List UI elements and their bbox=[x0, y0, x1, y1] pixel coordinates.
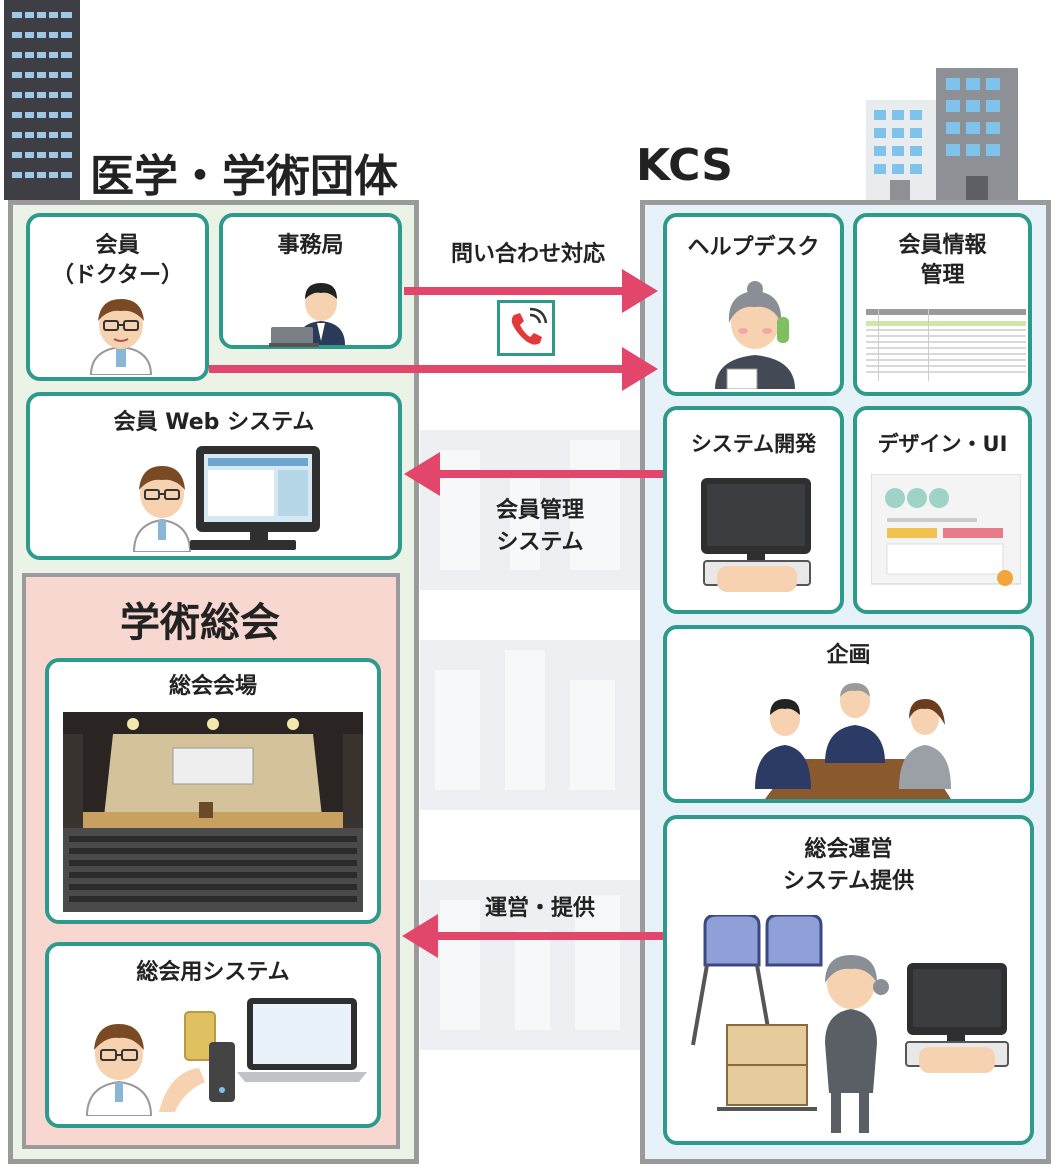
member-mgmt-arrow-head bbox=[404, 452, 440, 496]
member-doctor-label-line1: 会員 bbox=[95, 233, 140, 258]
planning-card: 企画 bbox=[663, 625, 1034, 803]
member-mgmt-arrow-line bbox=[438, 470, 663, 478]
design-ui-card: デザイン・UI bbox=[853, 406, 1032, 614]
office-staff-icon bbox=[269, 283, 345, 347]
inquiry-arrow-head-1 bbox=[622, 269, 658, 313]
typing-hands-icon bbox=[717, 566, 797, 592]
left-building-icon bbox=[4, 0, 80, 200]
monitor-icon bbox=[701, 478, 811, 554]
monitor-icon bbox=[907, 963, 1007, 1035]
folding-chair-icon bbox=[691, 915, 823, 1111]
conference-ops-label-line1: 総会運営 bbox=[804, 837, 893, 862]
inquiry-arrow-line-2 bbox=[209, 365, 624, 373]
operate-arrow-head bbox=[402, 914, 438, 958]
inquiry-arrow-line-1 bbox=[404, 287, 624, 295]
conference-ops-label-line2: システム提供 bbox=[782, 869, 915, 894]
inquiry-arrow-head-2 bbox=[622, 347, 658, 391]
helpdesk-label: ヘルプデスク bbox=[687, 235, 820, 260]
member-info-label-line2: 管理 bbox=[920, 263, 965, 288]
conference-venue-label: 総会会場 bbox=[168, 674, 257, 699]
conference-ops-card: 総会運営 システム提供 bbox=[663, 815, 1034, 1145]
phone-icon bbox=[497, 300, 555, 356]
conference-system-label: 総会用システム bbox=[136, 960, 290, 985]
city-background-middle bbox=[420, 640, 640, 810]
member-web-system-card: 会員 Web システム bbox=[26, 392, 402, 560]
doctor-icon bbox=[85, 1024, 153, 1116]
ic-card-reader-icon bbox=[159, 1011, 235, 1112]
keyboard-icon bbox=[190, 540, 296, 550]
planning-label: 企画 bbox=[826, 643, 871, 668]
operate-arrow-line bbox=[436, 932, 663, 940]
conference-system-card: 総会用システム bbox=[45, 942, 381, 1128]
conference-venue-card: 総会会場 bbox=[45, 658, 381, 924]
member-doctor-card: 会員 （ドクター） bbox=[26, 213, 209, 381]
monitor-icon bbox=[196, 446, 320, 532]
member-info-card: 会員情報 管理 bbox=[853, 213, 1032, 396]
right-building-icon bbox=[862, 68, 1022, 200]
member-info-label-line1: 会員情報 bbox=[898, 233, 987, 258]
helpdesk-card: ヘルプデスク bbox=[663, 213, 844, 396]
system-development-card: システム開発 bbox=[663, 406, 844, 614]
member-doctor-label-line2: （ドクター） bbox=[51, 263, 184, 288]
operate-arrow-label: 運営・提供 bbox=[484, 896, 595, 921]
helpdesk-operator-icon bbox=[715, 281, 795, 389]
academic-conference-title: 学術総会 bbox=[120, 600, 280, 646]
meeting-people-icon bbox=[755, 683, 951, 799]
auditorium-icon bbox=[63, 712, 363, 912]
typing-hands-icon bbox=[919, 1047, 995, 1073]
staff-woman-icon bbox=[825, 955, 889, 1133]
city-background-bottom bbox=[420, 880, 640, 1050]
system-development-label: システム開発 bbox=[690, 432, 817, 456]
doctor-icon bbox=[89, 299, 153, 375]
left-group-title: 医学・学術団体 bbox=[90, 151, 398, 202]
right-group-title: KCS bbox=[636, 140, 733, 191]
spreadsheet-icon bbox=[866, 309, 1026, 381]
laptop-icon bbox=[237, 998, 367, 1082]
design-ui-label: デザイン・UI bbox=[877, 432, 1008, 456]
member-mgmt-arrow-label-line2: システム bbox=[496, 530, 584, 555]
doctor-icon bbox=[132, 466, 192, 552]
ui-mockup-icon bbox=[871, 474, 1021, 586]
member-web-system-label: 会員 Web システム bbox=[113, 410, 315, 435]
office-card: 事務局 bbox=[219, 213, 402, 349]
inquiry-arrow-label: 問い合わせ対応 bbox=[450, 242, 605, 267]
member-mgmt-arrow-label-line1: 会員管理 bbox=[495, 498, 584, 523]
office-label: 事務局 bbox=[277, 233, 344, 258]
